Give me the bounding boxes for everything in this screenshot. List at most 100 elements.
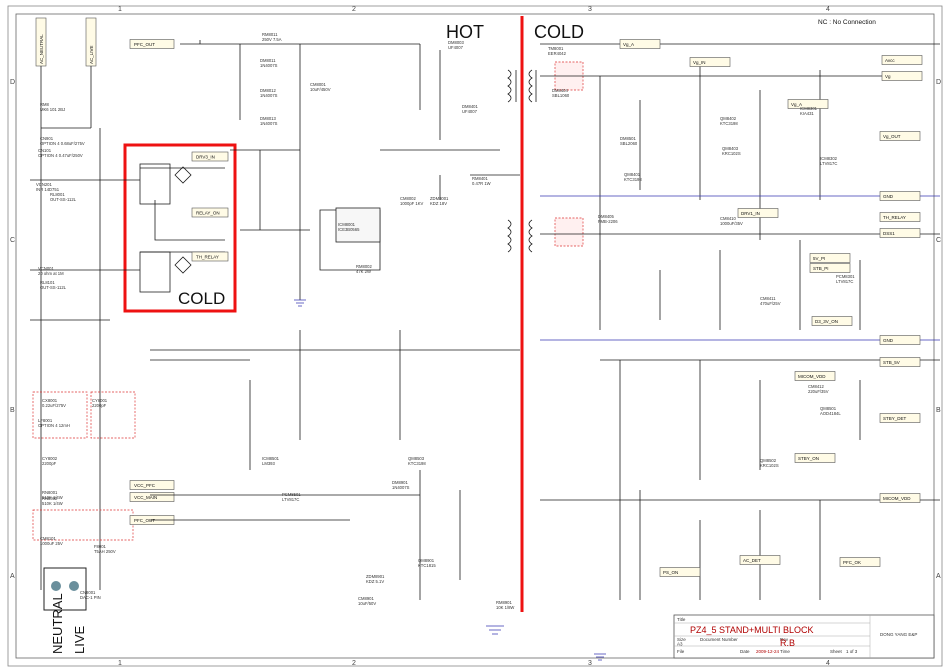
port-right-1 [689,57,731,67]
component-value-24: 1000pF 1KV [400,201,423,206]
col-marker-4: 4 [826,6,830,13]
port-right-label-19: PFC_OK [843,560,861,565]
component-ref-1: CN901 [40,136,54,141]
component-value-46: KTC1815 [418,563,436,568]
port-right-10 [809,253,851,263]
component-value-1: OPTION 4 0.68uF/275V [40,141,85,146]
port-left-label-0: PFC_OUT [134,42,155,47]
component-ref-23: RM8002 [356,264,372,269]
relay-bridge-diodes [174,166,192,274]
row-marker-b-right: B [936,407,941,414]
port-right-label-13: GND [883,338,894,343]
component-ref-14: CN8001 [80,590,96,595]
component-value-34: KIA431 [800,111,814,116]
transformer-standby-primary [507,70,537,253]
component-ref-8: LF8001 [38,418,53,423]
component-value-20: UF4007 [462,109,478,114]
component-ref-17: DM8012 [260,88,276,93]
component-value-13: T5AH 250V [94,549,116,554]
port-right-label-21: AC_DET [743,558,761,563]
component-ref-33: QM8403 [722,146,739,151]
port-relay-on [191,207,229,218]
component-value-44: LTV817C [282,497,299,502]
wire-input-rails [40,128,101,590]
wire-input-top [40,66,92,129]
component-ref-41: QM8502 [760,458,777,463]
component-value-40: AOD4184L [820,411,841,416]
component-value-12: 510K 1/4W [42,501,63,506]
row-marker-b: B [10,407,15,414]
component-value-22: ICE3B0565 [338,227,360,232]
component-value-14: DAC-1 PIN [80,595,101,600]
relay-cold-box [123,143,237,313]
col-marker-1-bottom: 1 [118,660,122,667]
component-value-15: 250V 7.5A [262,37,282,42]
ac-terminal-neutral [51,581,61,591]
port-right-19 [839,557,881,567]
component-value-43: LM393 [262,461,275,466]
title-block-doc: R.B [780,638,795,648]
main-top-rail [300,43,441,140]
component-ref-43: ICM8501 [262,456,280,461]
component-ref-20: DM8401 [462,104,478,109]
component-ref-4: RL8001 [50,192,65,197]
row-marker-d-right: D [936,79,941,86]
bead-filter-box [32,509,134,541]
port-right-20 [659,567,701,577]
component-value-18: 1N4007S [260,121,278,126]
port-right-label-7: DRV1_IN [741,211,760,216]
transformer-main-primary [507,69,517,103]
component-ref-48: CM8901 [358,596,374,601]
row-marker-d: D [10,79,15,86]
relay-2 [139,251,171,293]
title-block-date-label: Date [740,649,750,654]
port-right-4 [787,99,829,109]
pfc-diode-string [230,149,310,231]
nc-note: NC : No Connection [818,19,876,26]
component-ref-45: DM8901 [392,480,408,485]
port-right-label-20: PS_ON [663,570,678,575]
component-value-28: SBL1060 [552,93,570,98]
live-label: LIVE [72,625,87,654]
title-block-title: PZ4_5 STAND+MULTI BLOCK [690,625,813,635]
port-right-label-16: STBY_DET [883,416,907,421]
component-ref-18: DM8013 [260,116,276,121]
component-value-35: LTV817C [820,161,837,166]
component-ref-49: RM8901 [496,600,512,605]
component-ref-26: DM8003 [448,40,464,45]
cold-label: COLD [534,22,584,42]
port-right-label-5: Vg_OUT [883,134,901,139]
component-ref-22: ICM8001 [338,222,356,227]
port-right-21 [739,555,781,565]
component-value-33: KRC102S [722,151,741,156]
component-value-2: OPTION 4 0.47uF/250V [38,153,83,158]
component-ref-11: RN8001 [42,490,58,495]
title-block-title-label: Title [677,617,686,622]
port-right-8 [879,212,921,222]
component-value-16: 1N4007S [260,63,278,68]
port-right-label-9: DSS1 [883,231,895,236]
component-ref-19: CM8001 [310,82,326,87]
ac-terminal-live [69,581,79,591]
col-marker-3: 3 [588,6,592,13]
port-right-6 [879,191,921,201]
port-th-relay-label: TH_RELAY [196,255,219,260]
secondary-low-rail-wiring [540,233,940,330]
component-value-10: 2200pF [42,461,57,466]
component-value-50: 1000uF 25V [40,541,63,546]
component-value-9: 2200pF [92,403,107,408]
component-value-32: KTC3198 [720,121,738,126]
port-ac-live-label: AC_LIVE [89,45,94,64]
component-value-26: UF4007 [448,45,464,50]
component-value-4: OUT-SS-112L [50,197,77,202]
component-value-11: 510K 1/4W [42,495,63,500]
component-value-7: 0.22uF/275V [42,403,66,408]
port-right-label-14: STB_5V [883,360,900,365]
component-value-37: 1000uF/35V [720,221,743,226]
component-ref-47: ZDM8901 [366,574,385,579]
component-ref-24: CM8002 [400,196,416,201]
component-value-3: INR 14D751 [36,187,60,192]
title-block-time-label: Time [780,649,790,654]
